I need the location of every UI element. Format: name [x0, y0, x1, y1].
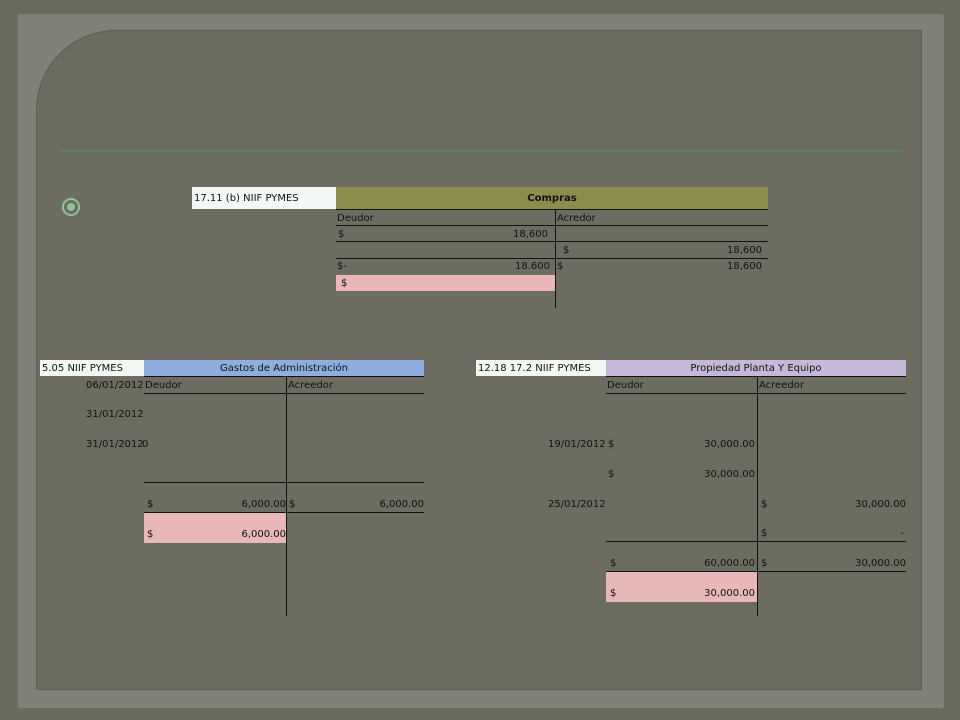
compras-ref-cell	[192, 187, 336, 209]
compras-debit-header: Deudor	[337, 213, 374, 224]
gastos-date3-value: 0	[142, 439, 149, 450]
compras-total-debit-sign: $-	[337, 261, 347, 272]
ppe-subtotal-rule	[606, 541, 906, 542]
ppe-total-credit-value: 30,000.00	[855, 558, 906, 569]
ppe-t-rule	[606, 393, 906, 394]
gastos-ref: 5.05 NIIF PYMES	[42, 363, 123, 374]
gastos-total-rule	[144, 512, 424, 513]
gastos-credit-header: Acreedor	[288, 380, 333, 391]
compras-row1-debit-sign: $	[338, 229, 345, 240]
ppe-balance-value: 30,000.00	[704, 588, 755, 599]
ppe-total-debit-value: 60,000.00	[704, 558, 755, 569]
ppe-credit-header: Acreedor	[759, 380, 804, 391]
gastos-total-credit-value: 6,000.00	[379, 499, 424, 510]
ppe-header-cell	[606, 360, 906, 376]
ppe-total-rule	[606, 571, 906, 572]
ppe-row1-debit-value: 30,000.00	[704, 439, 755, 450]
compras-t-rule	[336, 225, 768, 226]
ppe-balance-cell	[606, 572, 757, 602]
compras-credit-header: Acredor	[557, 213, 596, 224]
gastos-total-debit-value: 6,000.00	[241, 499, 286, 510]
ppe-date2: 25/01/2012	[548, 499, 606, 510]
gastos-date2: 31/01/2012	[86, 409, 144, 420]
ppe-row4-credit-sign: $	[761, 528, 768, 539]
compras-header-cell	[336, 187, 768, 209]
ppe-row1-debit-sign: $	[608, 439, 615, 450]
compras-ref: 17.11 (b) NIIF PYMES	[194, 193, 299, 204]
ppe-row3-credit-sign: $	[761, 499, 768, 510]
compras-row1-rule	[336, 241, 768, 242]
gastos-header-cell	[144, 360, 424, 376]
compras-total-debit-value: 18.600	[515, 261, 550, 272]
compras-row2-credit-sign: $	[563, 245, 570, 256]
gastos-ref-cell	[40, 360, 144, 376]
ppe-row2-debit-sign: $	[608, 469, 615, 480]
gastos-balance-sign: $	[147, 529, 154, 540]
ppe-debit-header: Deudor	[607, 380, 644, 391]
gastos-title: Gastos de Administración	[220, 363, 348, 374]
ppe-ref-cell	[476, 360, 606, 376]
ppe-row4-credit-value: -	[900, 528, 904, 539]
compras-balance-sign: $	[341, 278, 348, 289]
gastos-balance-cell	[144, 513, 286, 543]
title-rule	[62, 150, 902, 152]
gastos-balance-value: 6,000.00	[241, 529, 286, 540]
compras-balance-cell	[336, 275, 555, 291]
compras-total-credit-value: 18,600	[727, 261, 762, 272]
bullet-icon	[62, 198, 80, 216]
ppe-title: Propiedad Planta Y Equipo	[690, 363, 822, 374]
gastos-date3: 31/01/2012	[86, 439, 144, 450]
ppe-date1: 19/01/2012	[548, 439, 606, 450]
compras-total-credit-sign: $	[557, 261, 564, 272]
compras-title: Compras	[527, 193, 577, 204]
ppe-total-credit-sign: $	[761, 558, 768, 569]
gastos-date1: 06/01/2012	[86, 380, 144, 391]
gastos-subtotal-rule	[144, 482, 424, 483]
gastos-header-rule	[144, 376, 424, 377]
gastos-debit-header: Deudor	[145, 380, 182, 391]
ppe-ref: 12.18 17.2 NIIF PYMES	[478, 363, 591, 374]
ppe-total-debit-sign: $	[610, 558, 617, 569]
ppe-row2-debit-value: 30,000.00	[704, 469, 755, 480]
gastos-total-debit-sign: $	[147, 499, 154, 510]
gastos-t-rule	[144, 393, 424, 394]
compras-row2-credit-value: 18,600	[727, 245, 762, 256]
ppe-header-rule	[606, 376, 906, 377]
ppe-t-divider	[757, 376, 758, 616]
gastos-t-divider	[286, 376, 287, 616]
compras-row1-debit-value: 18,600	[513, 229, 548, 240]
compras-header-rule	[336, 209, 768, 210]
compras-subtotal-rule	[336, 258, 768, 259]
gastos-total-credit-sign: $	[289, 499, 296, 510]
ppe-row3-credit-value: 30,000.00	[855, 499, 906, 510]
ppe-balance-sign: $	[610, 588, 617, 599]
